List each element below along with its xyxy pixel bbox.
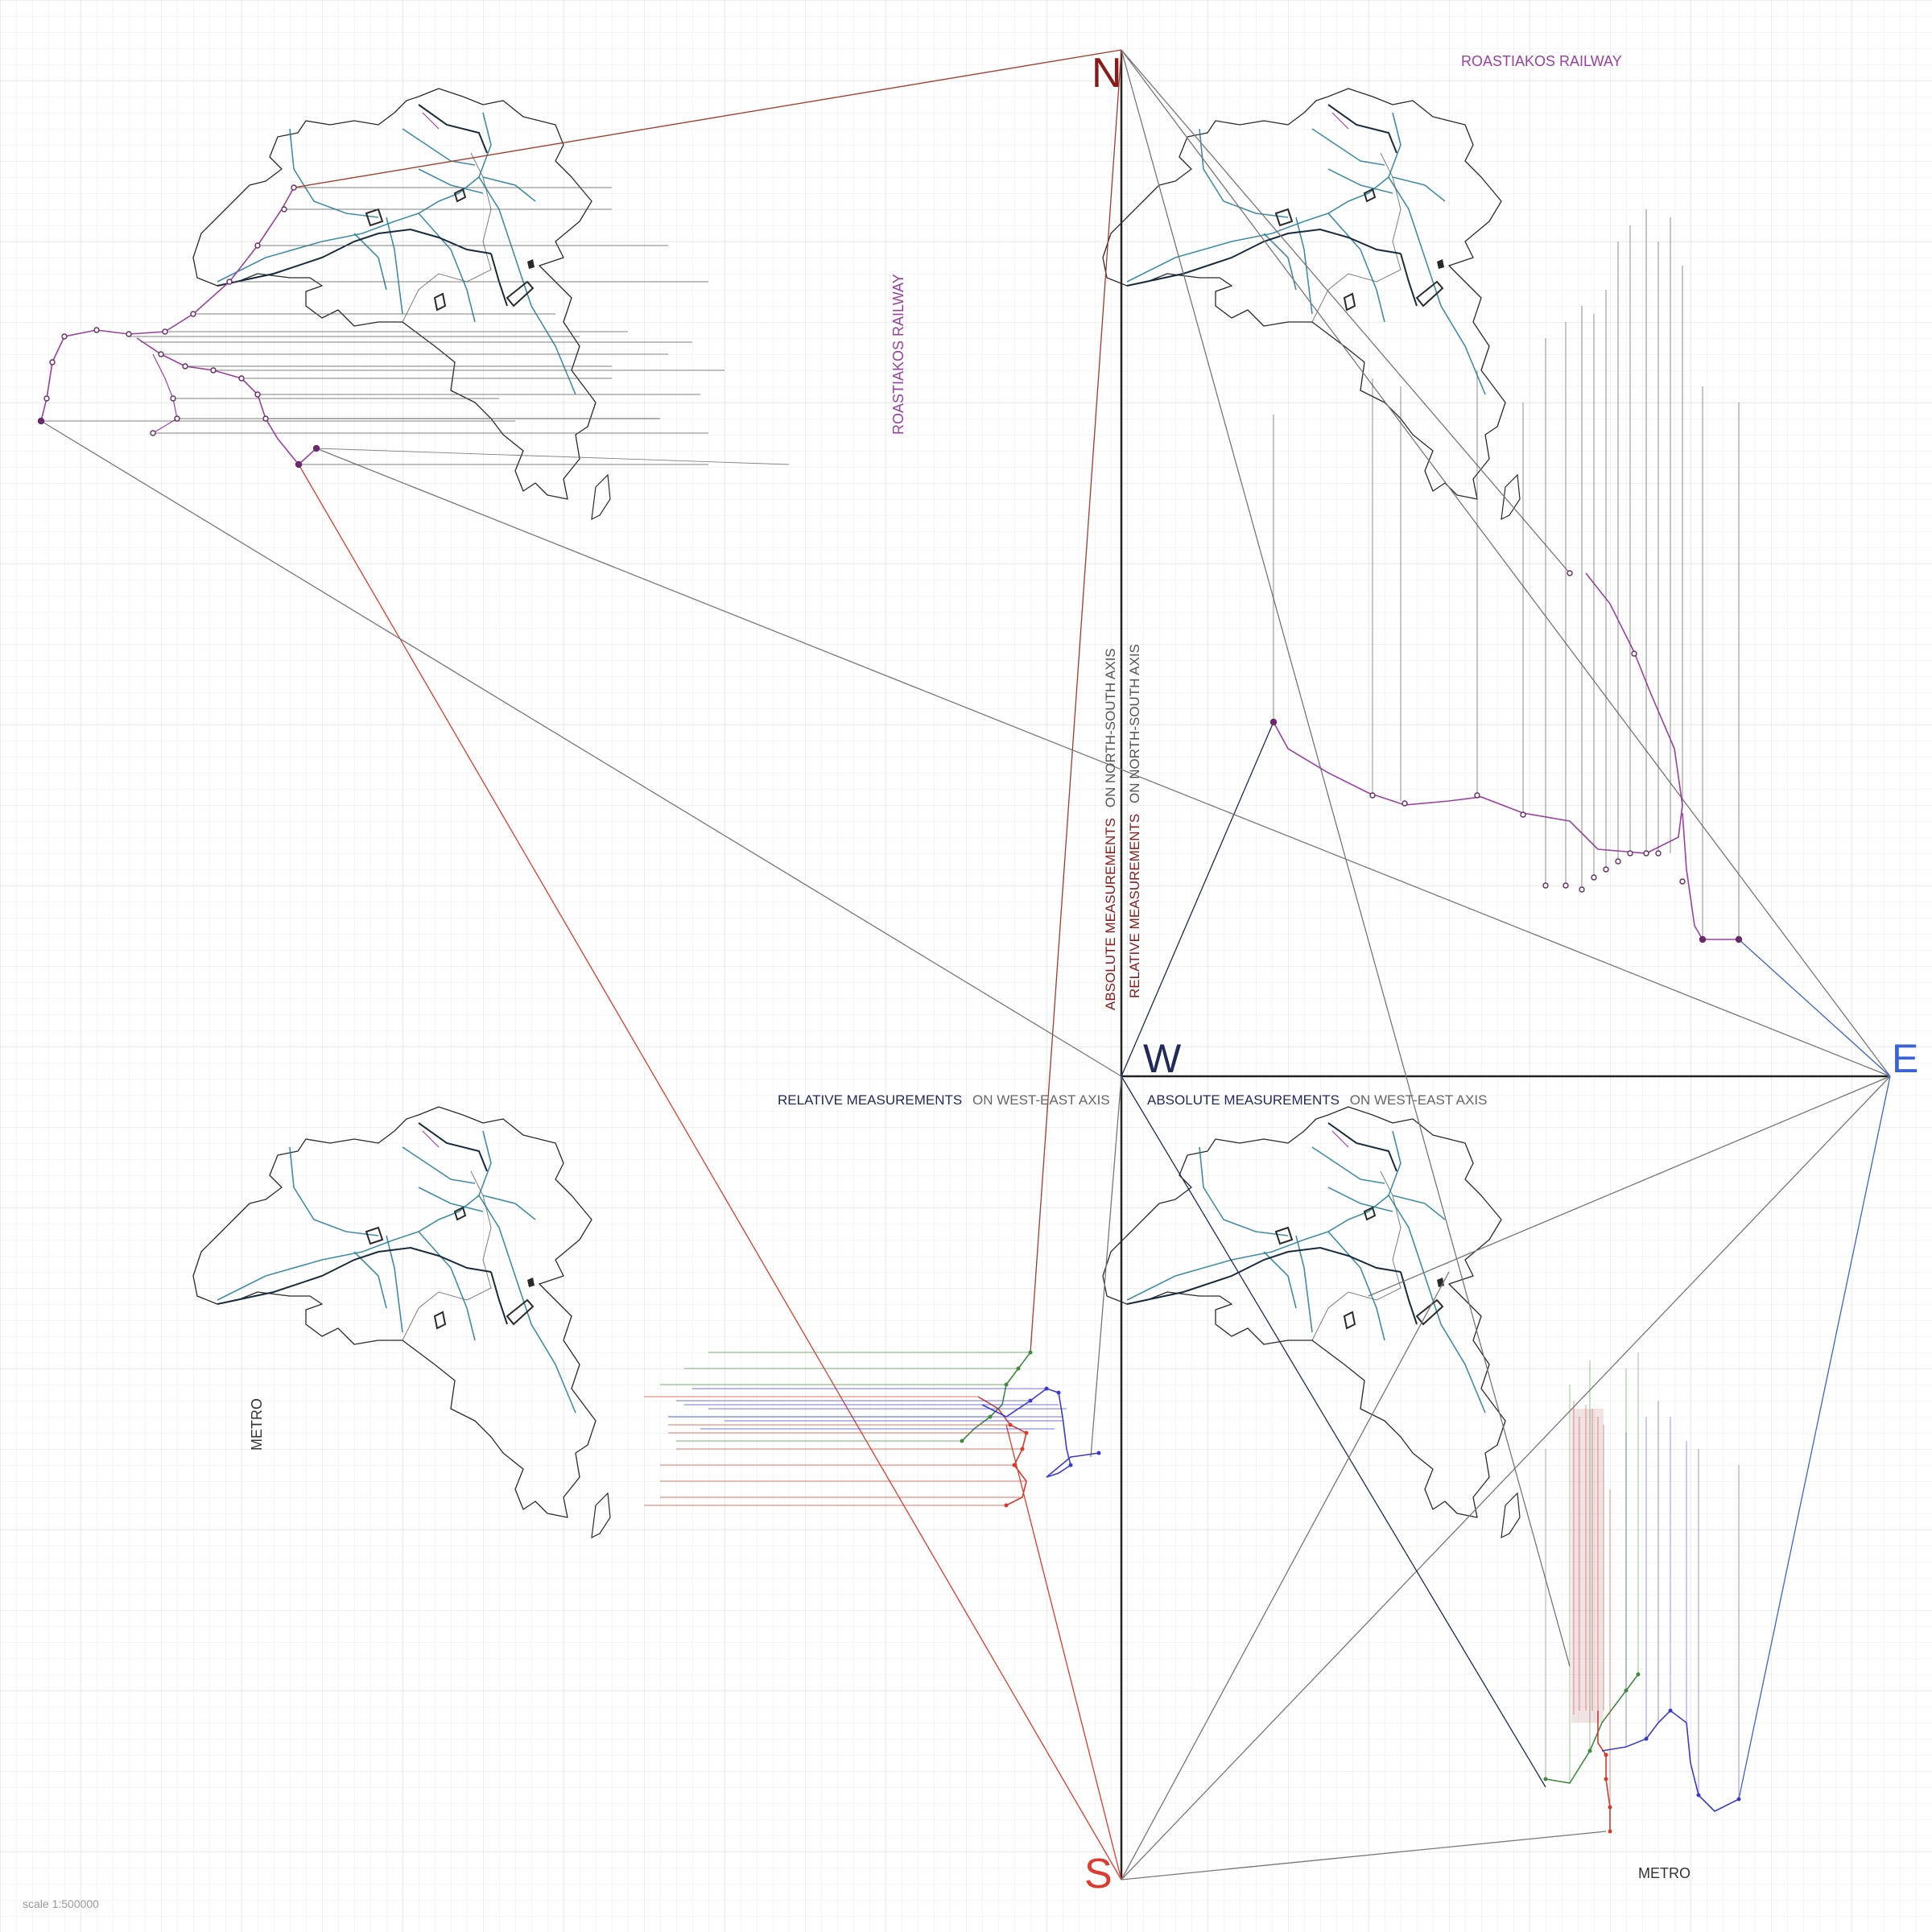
compass-east: E (1892, 1036, 1918, 1081)
caption-we-relative-strong: RELATIVE MEASUREMENTS (778, 1092, 962, 1108)
metro-projection-bottom-left (644, 1350, 1101, 1508)
metro-projection-bottom-right (1543, 1352, 1741, 1834)
caption-ns-absolute-weak: ON NORTH-SOUTH AXIS (1103, 648, 1118, 807)
north-construction-lines (293, 49, 1891, 1353)
caption-ns-relative: RELATIVE MEASUREMENTS ON NORTH-SOUTH AXI… (1127, 644, 1142, 998)
caption-ns-absolute: ABSOLUTE MEASUREMENTS ON NORTH-SOUTH AXI… (1103, 648, 1118, 1010)
caption-we-relative: RELATIVE MEASUREMENTS ON WEST-EAST AXIS (778, 1092, 1110, 1108)
south-construction-lines (298, 464, 1891, 1880)
label-railway-top-right: ROASTIAKOS RAILWAY (1461, 53, 1622, 69)
compass-west: W (1143, 1036, 1182, 1081)
caption-we-absolute-strong: ABSOLUTE MEASUREMENTS (1147, 1092, 1340, 1108)
label-metro-bottom-left: METRO (249, 1398, 265, 1451)
caption-ns-relative-strong: RELATIVE MEASUREMENTS (1127, 814, 1142, 998)
caption-we-relative-weak: ON WEST-EAST AXIS (972, 1092, 1110, 1108)
label-railway-top-left: ROASTIAKOS RAILWAY (890, 274, 906, 435)
caption-we-absolute: ABSOLUTE MEASUREMENTS ON WEST-EAST AXIS (1147, 1092, 1487, 1108)
railway-projection-top-left (37, 184, 790, 469)
scale-note: scale 1:500000 (23, 1897, 99, 1910)
caption-we-absolute-weak: ON WEST-EAST AXIS (1350, 1092, 1488, 1108)
compass-north: N (1092, 50, 1122, 97)
railway-projection-top-right (1269, 209, 1743, 943)
label-metro-bottom-right: METRO (1638, 1865, 1690, 1881)
compass-south: S (1084, 1851, 1113, 1897)
caption-ns-absolute-strong: ABSOLUTE MEASUREMENTS (1103, 818, 1118, 1010)
caption-ns-relative-weak: ON NORTH-SOUTH AXIS (1127, 644, 1142, 803)
west-east-construction-lines (40, 49, 1891, 1880)
